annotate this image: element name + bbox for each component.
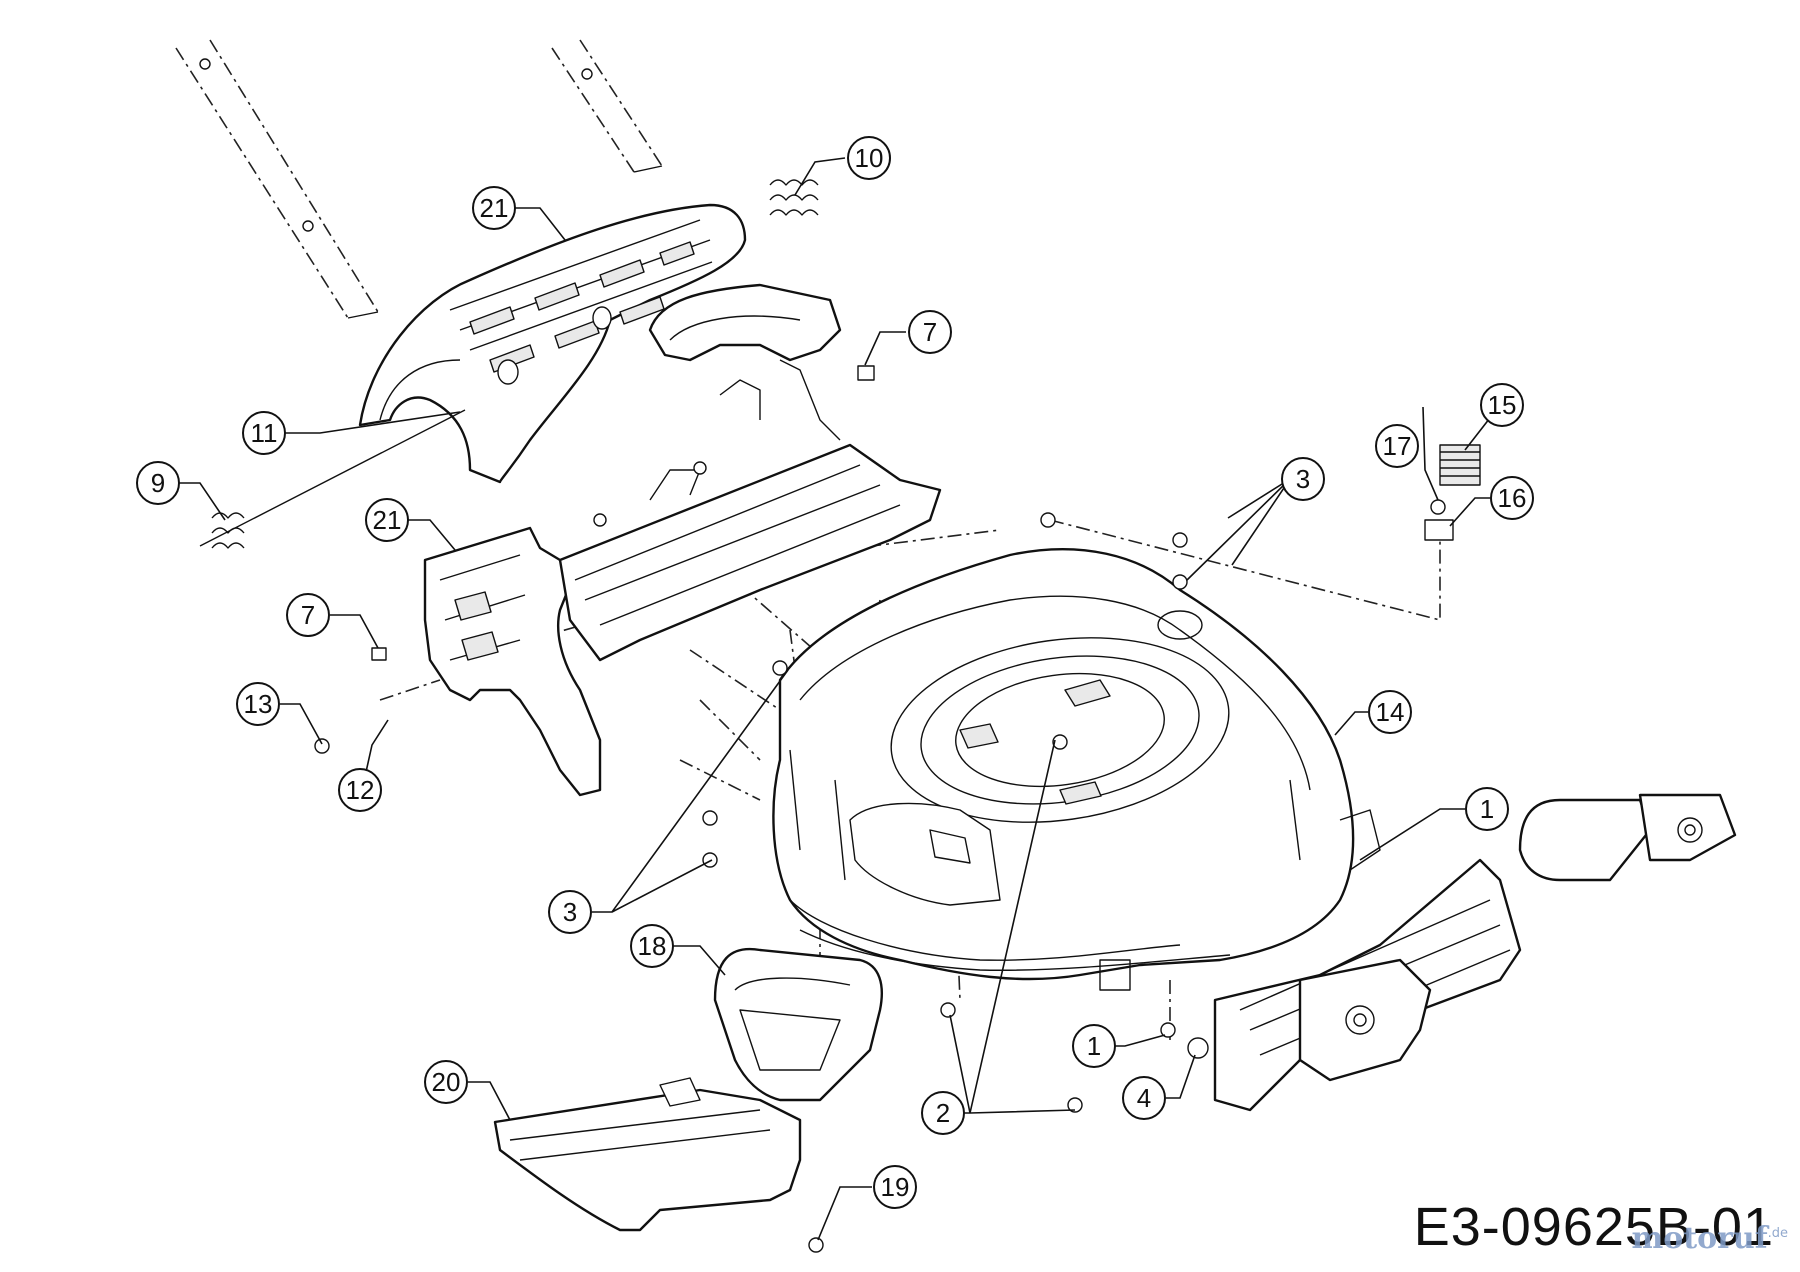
- svg-text:1: 1: [1480, 794, 1494, 824]
- svg-text:19: 19: [881, 1172, 910, 1202]
- svg-text:10: 10: [855, 143, 884, 173]
- svg-text:14: 14: [1376, 697, 1405, 727]
- discharge-cover: [493, 1077, 802, 1232]
- svg-text:1: 1: [1087, 1031, 1101, 1061]
- svg-text:20: 20: [432, 1067, 461, 1097]
- callout-16: 16: [1490, 476, 1534, 520]
- callout-18: 18: [630, 924, 674, 968]
- svg-text:17: 17: [1383, 431, 1412, 461]
- svg-text:11: 11: [251, 418, 278, 448]
- svg-text:21: 21: [373, 505, 402, 535]
- watermark-suffix: .de: [1767, 1226, 1788, 1241]
- callout-20: 20: [424, 1060, 468, 1104]
- discharge-chute: [713, 947, 883, 1102]
- svg-text:12: 12: [346, 775, 375, 805]
- callout-21-lower: 21: [365, 498, 409, 542]
- spring-part-15: [1439, 444, 1481, 486]
- watermark-logo: motoruf.de: [1631, 1221, 1788, 1256]
- callout-14: 14: [1368, 690, 1412, 734]
- callout-15: 15: [1480, 383, 1524, 427]
- svg-text:15: 15: [1488, 390, 1517, 420]
- svg-text:13: 13: [244, 689, 273, 719]
- callout-10: 10: [847, 136, 891, 180]
- svg-text:3: 3: [563, 897, 577, 927]
- callout-13: 13: [236, 682, 280, 726]
- spring-part-9: [211, 512, 245, 549]
- svg-text:21: 21: [480, 193, 509, 223]
- mower-deck: [772, 548, 1381, 991]
- callout-17: 17: [1375, 424, 1419, 468]
- handle-tubes: [175, 39, 663, 319]
- callout-7-upper: 7: [908, 310, 952, 354]
- spring-part-10: [769, 179, 819, 216]
- callout-12: 12: [338, 768, 382, 812]
- rear-axle-bracket: [1213, 793, 1737, 1112]
- callout-1-lower: 1: [1072, 1024, 1116, 1068]
- svg-text:4: 4: [1137, 1083, 1151, 1113]
- watermark-text: motoruf: [1631, 1221, 1768, 1256]
- svg-text:18: 18: [638, 931, 667, 961]
- callout-21-upper: 21: [472, 186, 516, 230]
- callout-9: 9: [136, 461, 180, 505]
- svg-text:7: 7: [301, 600, 315, 630]
- callout-2: 2: [921, 1091, 965, 1135]
- document-code: E3-09625B-01: [1413, 1197, 1774, 1257]
- svg-text:7: 7: [923, 317, 937, 347]
- callout-19: 19: [873, 1165, 917, 1209]
- svg-text:9: 9: [151, 468, 165, 498]
- rear-frame: [423, 283, 942, 797]
- rod-part-11: [199, 409, 466, 547]
- callout-1-upper: 1: [1465, 787, 1509, 831]
- callout-11: 11: [242, 411, 286, 455]
- svg-text:16: 16: [1498, 483, 1527, 513]
- callout-3-upper: 3: [1281, 457, 1325, 501]
- svg-text:3: 3: [1296, 464, 1310, 494]
- callout-4: 4: [1122, 1076, 1166, 1120]
- callout-7-lower: 7: [286, 593, 330, 637]
- callout-3-lower: 3: [548, 890, 592, 934]
- svg-text:2: 2: [936, 1098, 950, 1128]
